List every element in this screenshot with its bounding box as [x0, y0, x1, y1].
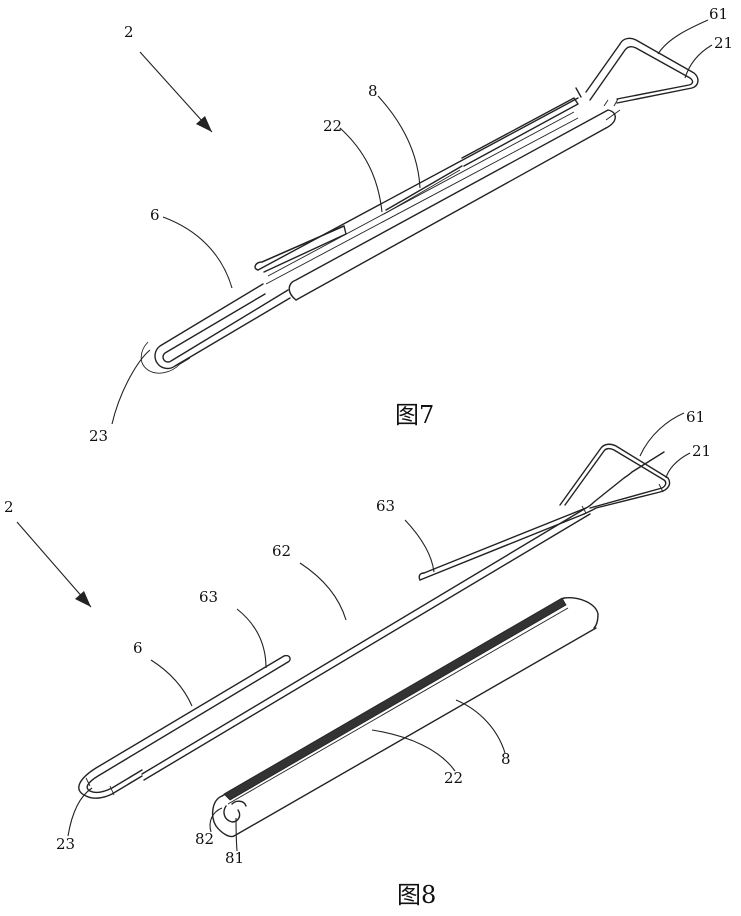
sleeve-8: [213, 598, 598, 837]
figure-8-caption: 图8: [397, 881, 436, 909]
fig8-label-63-upper: 63: [376, 497, 395, 515]
head-loop-61: [586, 38, 698, 120]
upper-segment-63: [419, 444, 669, 580]
fig8-label-21: 21: [692, 442, 711, 460]
fig8-label-82: 82: [195, 830, 214, 848]
figure-8: 2 61 21 63 62 63 6 23 8 22 82 81 图8: [4, 408, 711, 909]
fig7-label-8: 8: [368, 82, 378, 100]
fig8-label-81: 81: [225, 849, 244, 867]
middle-rod-62: [142, 508, 590, 780]
fig8-label-2: 2: [4, 498, 14, 516]
fig8-label-62: 62: [272, 542, 291, 560]
fig7-label-2: 2: [124, 23, 134, 41]
sleeve-slot-22: [384, 88, 581, 214]
fig8-label-22: 22: [444, 769, 463, 787]
fig7-label-23: 23: [89, 427, 108, 445]
fig8-label-23: 23: [56, 835, 75, 853]
fig8-label-6: 6: [133, 639, 143, 657]
direction-arrow-icon: [17, 522, 91, 607]
figure-7-caption: 图7: [395, 401, 434, 429]
direction-arrow-icon: [140, 52, 212, 132]
fig8-label-63-lower: 63: [199, 588, 218, 606]
fig7-label-61: 61: [709, 5, 728, 23]
fig7-label-21: 21: [714, 34, 733, 52]
rod-6-wire: [141, 284, 290, 373]
figure-7: 2 61 21 22 8 6 23 图7: [89, 5, 733, 445]
fig7-label-6: 6: [150, 206, 160, 224]
fig8-label-61: 61: [686, 408, 705, 426]
fig7-label-22: 22: [323, 117, 342, 135]
fig8-label-8: 8: [501, 750, 511, 768]
sleeve-8: [255, 98, 615, 300]
figure-7-leaders: [112, 20, 712, 424]
